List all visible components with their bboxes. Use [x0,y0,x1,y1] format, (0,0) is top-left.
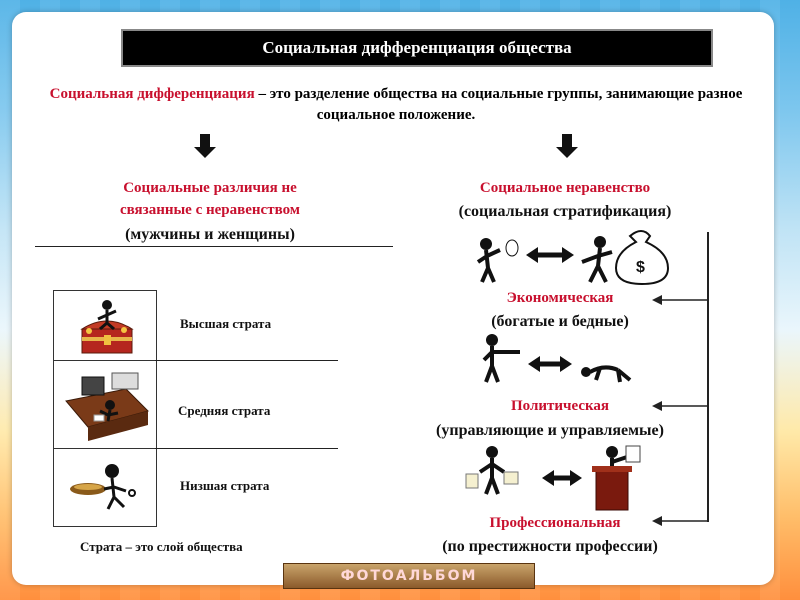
photo-album-label: ФОТОАЛЬБОМ [341,568,478,584]
worker-figure-icon [466,446,518,494]
double-arrow-icon-3 [542,470,582,486]
photo-album-button[interactable]: ФОТОАЛЬБОМ [283,563,535,589]
type-professional-desc: (по престижности профессии) [410,538,690,556]
type-professional-name: Профессиональная [455,515,655,532]
podium-speaker-icon [592,446,640,510]
